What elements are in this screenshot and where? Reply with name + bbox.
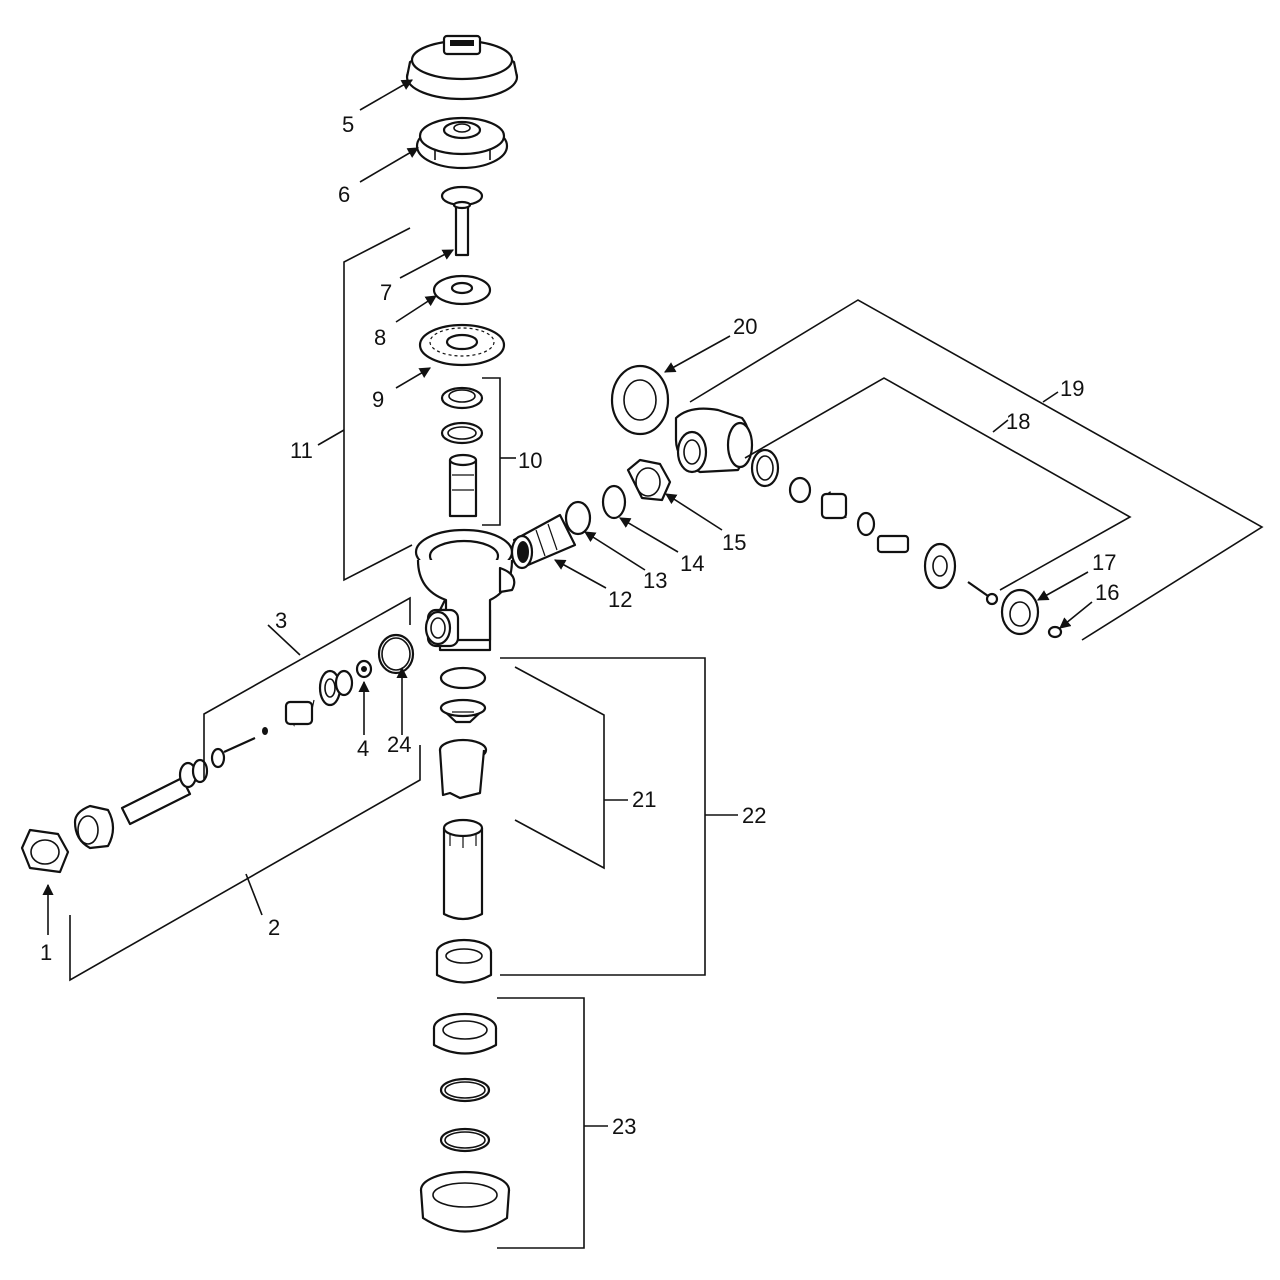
callout-11: 11 [290,438,313,463]
callout-numbers: 1 2 3 4 5 6 7 8 9 10 11 12 13 14 15 16 1… [40,112,1119,1139]
callout-4: 4 [357,736,369,761]
callout-20: 20 [733,314,757,339]
callout-24: 24 [387,732,411,757]
callout-12: 12 [608,587,632,612]
callout-3: 3 [275,608,287,633]
part-5-cap [405,34,519,101]
part-6-cover [415,116,509,170]
lower-stack-parts [419,666,511,1233]
callout-16: 16 [1095,580,1119,605]
callout-10: 10 [518,448,542,473]
callout-19: 19 [1060,376,1084,401]
part-9-diaphragm [418,323,506,367]
callout-23: 23 [612,1114,636,1139]
leader-lines [42,79,1093,1127]
part-8-disc [432,274,492,306]
right-spud-parts [510,364,1063,639]
callout-2: 2 [268,915,280,940]
callout-22: 22 [742,803,766,828]
callout-17: 17 [1092,550,1116,575]
callout-21: 21 [632,787,656,812]
part-7-plunger [440,185,484,257]
callout-5: 5 [342,112,354,137]
valve-body [414,528,516,652]
callout-1: 1 [40,940,52,965]
callout-13: 13 [643,568,667,593]
assembly-brackets [69,227,1264,1249]
callout-14: 14 [680,551,704,576]
callout-6: 6 [338,182,350,207]
callout-8: 8 [374,325,386,350]
callout-7: 7 [380,280,392,305]
part-10-relief-valve-set [440,386,484,518]
callout-9: 9 [372,387,384,412]
callout-18: 18 [1006,409,1030,434]
callout-15: 15 [722,530,746,555]
left-handle-parts [20,633,415,874]
